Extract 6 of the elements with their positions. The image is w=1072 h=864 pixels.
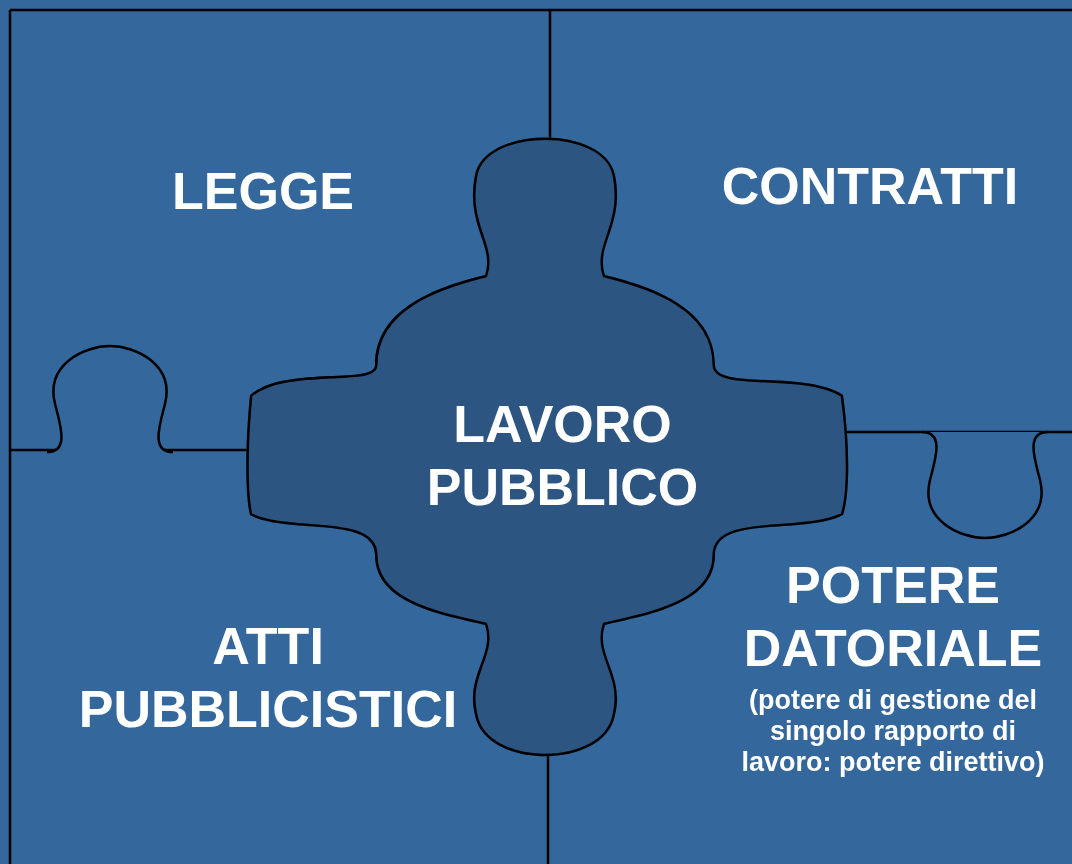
piece-label: LAVORO PUBBLICO	[425, 394, 700, 519]
piece-label: ATTI PUBBLICISTICI	[77, 616, 459, 741]
piece-label: POTERE DATORIALE	[742, 555, 1044, 680]
piece-label: LEGGE	[171, 161, 355, 222]
piece-label: CONTRATTI	[720, 156, 1020, 217]
piece-description: (potere di gestione del singolo rapporto di lavoro: potere direttivo)	[740, 684, 1046, 778]
